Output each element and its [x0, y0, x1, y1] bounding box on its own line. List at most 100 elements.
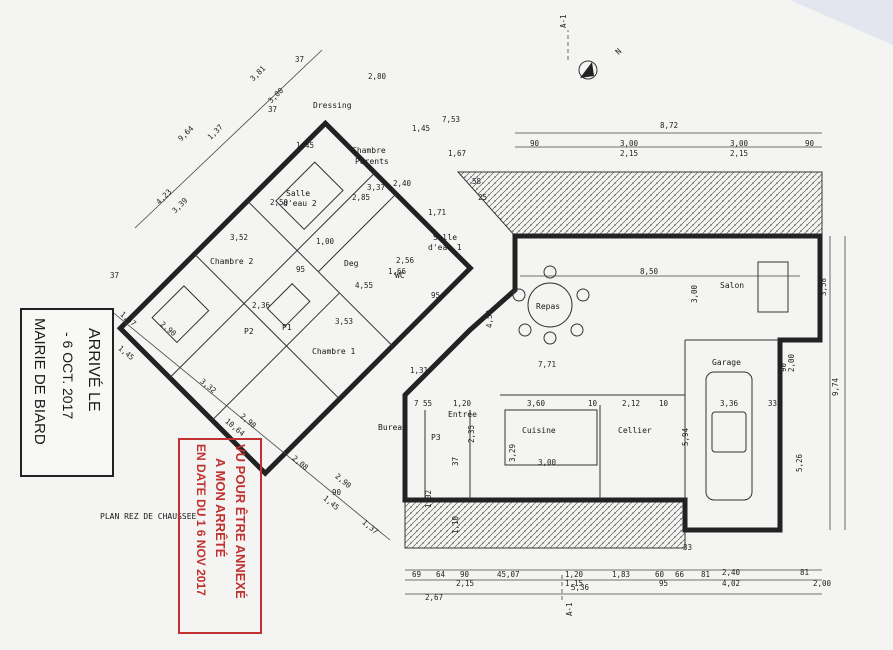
dim: 81 [800, 568, 809, 577]
dim: 5,94 [681, 427, 690, 446]
north-label: N [614, 47, 624, 57]
dim: 3,60 [527, 399, 546, 408]
dim: 90 [460, 570, 470, 579]
dim: 2,00 [787, 353, 796, 372]
section-label-bottom: A-1 [565, 602, 574, 616]
dim: 1,37 [206, 123, 225, 142]
dim: 2,36 [252, 301, 271, 310]
arrival-stamp-line1: ARRIVÉ LE [85, 328, 102, 412]
dim: 1,15 [565, 579, 583, 588]
room-cellier: Cellier [618, 426, 652, 435]
dim: 7 55 [414, 399, 432, 408]
dim: 5,36 [571, 583, 590, 592]
dim: 5,26 [795, 453, 804, 472]
living-volume [402, 233, 823, 533]
dim: 58 [472, 177, 482, 186]
room-p3: P3 [431, 433, 441, 442]
dim: 90 [779, 362, 788, 372]
dim: 10 [588, 399, 598, 408]
dim: 3,39 [170, 196, 189, 215]
room-chambre-parents: Chambre [352, 146, 386, 155]
room-bureau: Bureau [378, 423, 407, 432]
room-salle-eau-1: Salle [433, 233, 457, 242]
dim: 3,00 [538, 458, 557, 467]
room-salle-eau-2b: d'eau 2 [283, 199, 317, 208]
dim: 3,32 [198, 377, 218, 396]
bedroom-wing [116, 119, 474, 477]
dim: 2,56 [396, 256, 415, 265]
approval-stamp: VU POUR ÊTRE ANNEXÉ A MON ARRÊTÉ EN DATE… [178, 438, 262, 634]
dim: 33 [683, 543, 692, 552]
room-cuisine: Cuisine [522, 426, 556, 435]
dim: 2,15 [456, 579, 474, 588]
dim: 2,15 [730, 149, 748, 158]
paper-fold [790, 0, 893, 45]
dim: 2,15 [620, 149, 638, 158]
dining-table [527, 282, 573, 328]
arrival-stamp-date: - 6 OCT. 2017 [60, 332, 76, 420]
dim: 8,72 [660, 121, 678, 130]
dim: 95 [296, 265, 305, 274]
dim: 37 [451, 457, 460, 466]
dim: 2,08 [290, 454, 310, 473]
room-p1: P1 [282, 323, 292, 332]
sofa [757, 261, 789, 313]
dim: 3,53 [335, 317, 353, 326]
approval-stamp-line2: A MON ARRÊTÉ [213, 458, 228, 558]
dim: 3,36 [720, 399, 739, 408]
dim: 60 [655, 570, 665, 579]
dim: 3,00 [730, 139, 749, 148]
dim: 10 [659, 399, 669, 408]
dim: 95 [659, 579, 668, 588]
room-repas: Repas [536, 302, 560, 311]
dim: 3,58 [819, 277, 828, 296]
dim: 2,67 [425, 593, 443, 602]
dim: 8,50 [640, 267, 659, 276]
room-salle-eau-1b: d'eau 1 [428, 243, 462, 252]
terrace-north [456, 171, 823, 237]
dim: 95 [431, 291, 440, 300]
dim: 4,55 [355, 281, 373, 290]
dim: 1,71 [428, 208, 446, 217]
dim: 64 [436, 570, 446, 579]
room-chambre-1: Chambre 1 [312, 347, 356, 356]
dim: 2,40 [393, 179, 412, 188]
dim: 37 [268, 105, 277, 114]
approval-stamp-line1: VU POUR ÊTRE ANNEXÉ [233, 444, 248, 599]
dim: 1,83 [612, 570, 630, 579]
plan-title: PLAN REZ DE CHAUSSEE [100, 512, 197, 521]
dim: 4,02 [722, 579, 740, 588]
dim: 25 [478, 193, 487, 202]
dim: 1,31 [410, 366, 428, 375]
dim: 1,02 [424, 490, 433, 508]
dim: 33 [768, 399, 777, 408]
dim: 90 [805, 139, 815, 148]
dim: 4,23 [154, 187, 173, 206]
arrival-stamp: ARRIVÉ LE - 6 OCT. 2017 MAIRIE DE BIARD [20, 308, 114, 477]
dim: 1,00 [316, 237, 335, 246]
dim: 2,00 [813, 579, 832, 588]
dim: 3,37 [367, 183, 385, 192]
dim: 90 [332, 488, 342, 497]
terrace-south [404, 499, 686, 549]
dim: 3,00 [690, 284, 699, 303]
room-p2: P2 [244, 327, 254, 336]
dim: 9,74 [831, 377, 840, 396]
room-salon: Salon [720, 281, 744, 290]
dim: 1,45 [116, 344, 136, 363]
dim: 3,81 [248, 64, 267, 83]
dim: 4,50 [485, 309, 494, 328]
dim: 2,12 [622, 399, 640, 408]
room-garage: Garage [712, 358, 741, 367]
room-deg: Deg [344, 259, 359, 268]
dim: 3,00 [266, 86, 285, 105]
dim: 1,45 [296, 141, 314, 150]
dim: 90 [530, 139, 540, 148]
dim: 2,80 [368, 72, 387, 81]
room-salle-eau-2: Salle [286, 189, 310, 198]
room-entree: Entrée [448, 409, 477, 419]
dim: 45,07 [497, 570, 520, 579]
dim: 1,37 [360, 518, 380, 537]
